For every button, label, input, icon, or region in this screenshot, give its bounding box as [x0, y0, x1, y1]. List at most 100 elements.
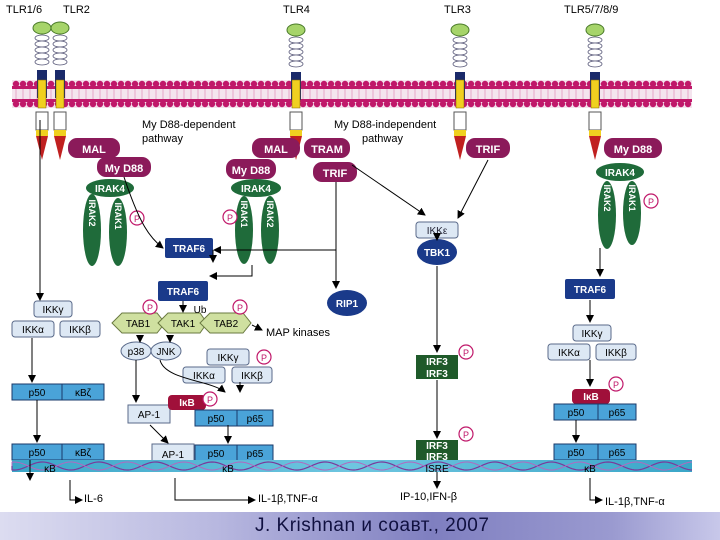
tab2-label: TAB2 [214, 319, 239, 330]
phospho-irak-center: P [222, 209, 238, 225]
tlr4-label: TLR4 [283, 4, 310, 16]
nfkb-center-nuc: p50 p65 [194, 444, 274, 462]
irak2-left-label: IRAK2 [87, 199, 97, 226]
irak2-center-label: IRAK2 [265, 200, 275, 227]
traf6-upper: TRAF6 [165, 238, 213, 258]
svg-text:TRAF6: TRAF6 [574, 285, 607, 296]
svg-text:P: P [463, 430, 469, 440]
svg-text:IKKα: IKKα [193, 371, 215, 382]
kb-site-left: κB [44, 464, 56, 475]
kb-site-center: κB [222, 464, 234, 475]
adaptor-mal-left: MAL [68, 138, 120, 158]
svg-text:MAL: MAL [264, 144, 288, 156]
svg-text:IκB: IκB [179, 398, 195, 409]
svg-text:p50: p50 [208, 414, 225, 425]
svg-text:P: P [207, 395, 213, 405]
svg-text:p65: p65 [247, 414, 264, 425]
svg-text:TBK1: TBK1 [424, 248, 451, 259]
p38-jnk: p38 JNK [120, 341, 182, 361]
adaptor-myd88-left: My D88 [97, 157, 151, 177]
map-kinases-label: MAP kinases [266, 327, 330, 339]
tlr3-label: TLR3 [444, 4, 471, 16]
footer-bar [0, 512, 720, 540]
nfkb-right-nuc: p50 p65 [553, 443, 637, 461]
nfkb-left-cyto: p50 κBζ [11, 383, 105, 401]
tlr1-6-receptor [32, 21, 52, 160]
svg-text:P: P [613, 380, 619, 390]
rip1: RIP1 [327, 290, 367, 316]
svg-text:TRIF: TRIF [323, 168, 348, 180]
svg-text:RIP1: RIP1 [336, 299, 359, 310]
irak1-right-label: IRAK1 [627, 184, 637, 211]
tab1-label: TAB1 [126, 319, 151, 330]
svg-text:p65: p65 [609, 448, 626, 459]
traf6-right: TRAF6 [565, 279, 615, 299]
irak-complex-left: IRAK4 IRAK2 IRAK1 [83, 179, 134, 266]
tlr1-6-label: TLR1/6 [6, 4, 42, 16]
svg-text:IRF3: IRF3 [426, 369, 448, 380]
svg-text:IRF3: IRF3 [426, 441, 448, 452]
p38-label: p38 [128, 347, 145, 358]
adaptor-tram: TRAM [304, 138, 350, 158]
svg-text:P: P [648, 197, 654, 207]
ikk-complex-center: IKKγ IKKα IKKβ P [182, 348, 273, 384]
adaptor-trif-right: TRIF [466, 138, 510, 158]
svg-text:κBζ: κBζ [75, 388, 92, 399]
svg-text:p50: p50 [568, 448, 585, 459]
svg-text:IRAK4: IRAK4 [605, 168, 635, 179]
svg-text:My D88: My D88 [105, 163, 144, 175]
cell-membrane [12, 80, 692, 108]
output-ip10-ifn: IP-10,IFN-β [400, 491, 457, 503]
svg-text:p50: p50 [568, 408, 585, 419]
myd88-independent-label: My D88-independent [334, 119, 436, 131]
phospho-irak-left: P [129, 210, 145, 226]
irak2-right-label: IRAK2 [602, 184, 612, 211]
tlr2-receptor [50, 21, 70, 160]
svg-text:IRF3: IRF3 [426, 452, 448, 463]
svg-text:IKKα: IKKα [22, 325, 44, 336]
irak1-left-label: IRAK1 [113, 202, 123, 229]
svg-text:TRAF6: TRAF6 [173, 244, 206, 255]
tak1-label: TAK1 [171, 319, 196, 330]
svg-text:My D88: My D88 [614, 144, 653, 156]
traf6-lower: TRAF6 [158, 281, 208, 301]
adaptor-myd88-center: My D88 [226, 159, 276, 179]
tlr5-7-8-9-label: TLR5/7/8/9 [564, 4, 618, 16]
svg-text:κBζ: κBζ [75, 448, 92, 459]
svg-text:MAL: MAL [82, 144, 106, 156]
tlr3-receptor [450, 23, 470, 160]
nfkb-left-nuc: p50 κBζ [11, 443, 105, 461]
svg-text:My D88: My D88 [232, 165, 271, 177]
tlr5-receptor [585, 23, 605, 160]
tlr2-label: TLR2 [63, 4, 90, 16]
svg-text:p50: p50 [29, 448, 46, 459]
svg-text:IRAK4: IRAK4 [241, 184, 271, 195]
svg-text:IKKβ: IKKβ [241, 371, 263, 382]
svg-text:IKKβ: IKKβ [69, 325, 91, 336]
ikk-epsilon: IKKε [415, 221, 459, 239]
irf3-cyto: IRF3 IRF3 P [416, 344, 474, 380]
isre-site: ISRE [425, 464, 449, 475]
jnk-label: JNK [157, 347, 176, 358]
irf3-nuc: IRF3 IRF3 P [416, 426, 474, 463]
ap1-cytoplasm: AP-1 [127, 404, 171, 424]
ikk-complex-right: IKKγ IKKα IKKβ [547, 324, 637, 361]
adaptor-myd88-right: My D88 [604, 138, 662, 158]
output-il1-tnf-left: IL-1β,TNF-α [258, 493, 318, 505]
svg-text:p50: p50 [29, 388, 46, 399]
svg-text:TRIF: TRIF [476, 144, 501, 156]
svg-text:IKKα: IKKα [558, 348, 580, 359]
output-il6: IL-6 [84, 493, 103, 505]
svg-text:p50: p50 [208, 449, 225, 460]
nfkb-center-cyto: IκB P p50 p65 [168, 391, 274, 427]
svg-text:P: P [147, 303, 153, 313]
tlr-receptors [32, 21, 605, 160]
credit-text: J. Krishnan и соавт., 2007 [255, 515, 490, 536]
nfkb-right-cyto: IκB P p50 p65 [553, 376, 637, 421]
svg-text:IKKγ: IKKγ [217, 353, 238, 364]
svg-text:IRF3: IRF3 [426, 357, 448, 368]
svg-text:IRAK4: IRAK4 [95, 184, 125, 195]
ub-label: Ub [194, 305, 207, 316]
svg-text:P: P [134, 214, 140, 224]
myd88-dependent-label: My D88-dependent [142, 119, 236, 131]
